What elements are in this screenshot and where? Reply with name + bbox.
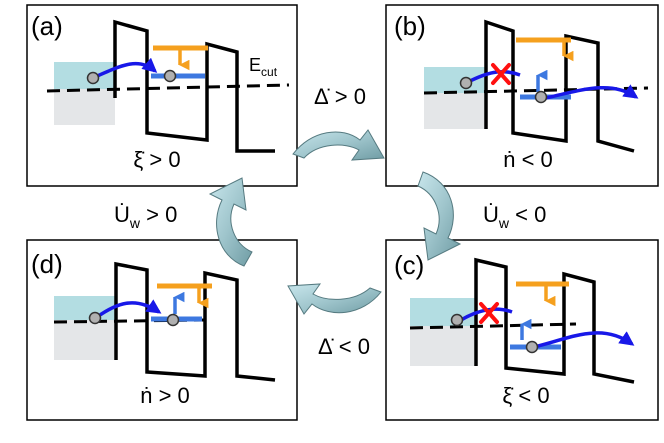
panel-tag: (a) [31,11,63,41]
lead-reservoir-low [410,326,476,366]
lead-reservoir [424,67,486,93]
cycle-arrow-bottom [287,283,382,315]
panel-b: (b) ṅ < 0 [385,4,659,187]
cutoff-energy-line [409,322,577,330]
lead-reservoir-low [54,89,115,125]
panel-tag: (d) [31,249,63,279]
transition-label-bottom: Δ̇ < 0 [318,334,370,359]
lead-reservoir-low [54,320,116,360]
cycle-arrow-top [292,129,385,161]
tunneling-arrow [95,299,162,319]
lead-reservoir [54,296,116,320]
electron-icon [525,340,539,354]
tunneling-arrow [533,331,635,349]
blocked-icon [491,63,511,85]
electron-icon [166,313,180,327]
cutoff-energy-line [46,83,290,93]
panel-caption: ξ̇ > 0 [133,147,180,172]
electron-icon [534,90,548,104]
panel-tag: (c) [394,250,424,280]
electron-icon [88,311,102,325]
blocked-icon [479,302,499,324]
lead-reservoir [410,298,476,326]
electron-icon [459,76,473,90]
panel-tag: (b) [394,11,426,41]
electron-icon [163,69,177,83]
lead-reservoir-low [424,93,486,129]
electron-icon [86,71,100,85]
electron-icon [450,313,464,327]
panel-caption: ξ̇ < 0 [502,383,549,408]
panel-caption: ṅ > 0 [140,383,190,408]
ecut-label: Ecut [249,55,278,79]
tunneling-arrow [545,84,639,100]
panel-d: (d) ṅ > 0 [26,239,298,421]
transition-label-right: U̇w < 0 [483,202,546,231]
cycle-arrow-right [417,171,462,261]
transition-label-left: U̇w > 0 [114,202,177,231]
cycle-arrow-left [208,177,253,267]
transition-label-top: Δ̇ > 0 [314,84,366,109]
panel-c: (c) ξ̇ < 0 [385,239,659,421]
panel-a: (a) Ecut ξ̇ > 0 [26,4,298,187]
tunneling-arrow [467,70,521,84]
tunneling-arrow [94,57,158,79]
panel-caption: ṅ < 0 [503,147,553,172]
